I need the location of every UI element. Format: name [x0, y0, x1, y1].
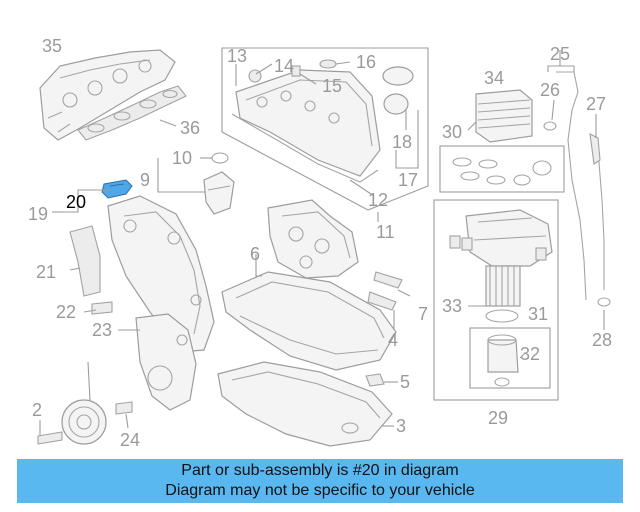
- vacuum-pump: [157, 152, 235, 215]
- callout-12: 12: [368, 190, 388, 210]
- callout-36: 36: [180, 118, 200, 138]
- callout-7: 7: [418, 304, 428, 324]
- crank-pulley: [37, 301, 133, 445]
- callout-19: 19: [28, 204, 48, 224]
- callout-4: 4: [388, 330, 398, 350]
- leader-lines: [39, 50, 605, 436]
- seal-kit: [439, 145, 565, 193]
- intake-manifold: [39, 49, 176, 141]
- callout-24: 24: [120, 430, 140, 450]
- callout-5: 5: [400, 372, 410, 392]
- callout-31: 31: [528, 304, 548, 324]
- callout-32: 32: [520, 344, 540, 364]
- upper-oil-pan: [221, 271, 397, 371]
- callout-26: 26: [540, 80, 560, 100]
- callout-13: 13: [227, 46, 247, 66]
- callout-18: 18: [392, 132, 412, 152]
- callout-16: 16: [356, 52, 376, 72]
- oil-filter-housing: [433, 199, 559, 401]
- dipstick-tube: [543, 65, 611, 307]
- callout-numbers: 35 36 13 14 15 16 18 17 12 11 10 9 20 19…: [28, 36, 612, 450]
- timing-cover: [107, 195, 215, 353]
- intake-gasket: [77, 85, 187, 141]
- callout-2: 2: [32, 400, 42, 420]
- callout-17: 17: [398, 170, 418, 190]
- callout-22: 22: [56, 302, 76, 322]
- egr-manifold: [267, 199, 359, 279]
- callout-20: 20: [66, 192, 86, 212]
- callout-10: 10: [172, 148, 192, 168]
- callout-3: 3: [396, 416, 406, 436]
- callout-15: 15: [322, 76, 342, 96]
- notice-line-1: Part or sub-assembly is #20 in diagram: [181, 462, 459, 479]
- callout-14: 14: [274, 56, 294, 76]
- callout-35: 35: [42, 36, 62, 56]
- callout-11: 11: [376, 222, 395, 242]
- valve-cover-group: [221, 47, 429, 211]
- notice-banner: Part or sub-assembly is #20 in diagram D…: [17, 459, 623, 503]
- callout-33: 33: [442, 296, 462, 316]
- callout-28: 28: [592, 330, 612, 350]
- callout-30: 30: [442, 122, 462, 142]
- callout-6: 6: [250, 244, 260, 264]
- notice-line-2: Diagram may not be specific to your vehi…: [165, 482, 475, 499]
- timing-cover-lower: [69, 225, 197, 411]
- callout-27: 27: [586, 94, 606, 114]
- callout-34: 34: [484, 68, 504, 88]
- small-brackets: [365, 271, 403, 387]
- callout-9: 9: [140, 170, 150, 190]
- callout-21: 21: [36, 262, 56, 282]
- callout-29: 29: [488, 408, 508, 428]
- lower-oil-pan: [217, 361, 393, 447]
- oil-cooler: [475, 89, 533, 143]
- callout-23: 23: [92, 320, 112, 340]
- highlighted-part-20: [101, 179, 133, 199]
- callout-25: 25: [550, 44, 570, 64]
